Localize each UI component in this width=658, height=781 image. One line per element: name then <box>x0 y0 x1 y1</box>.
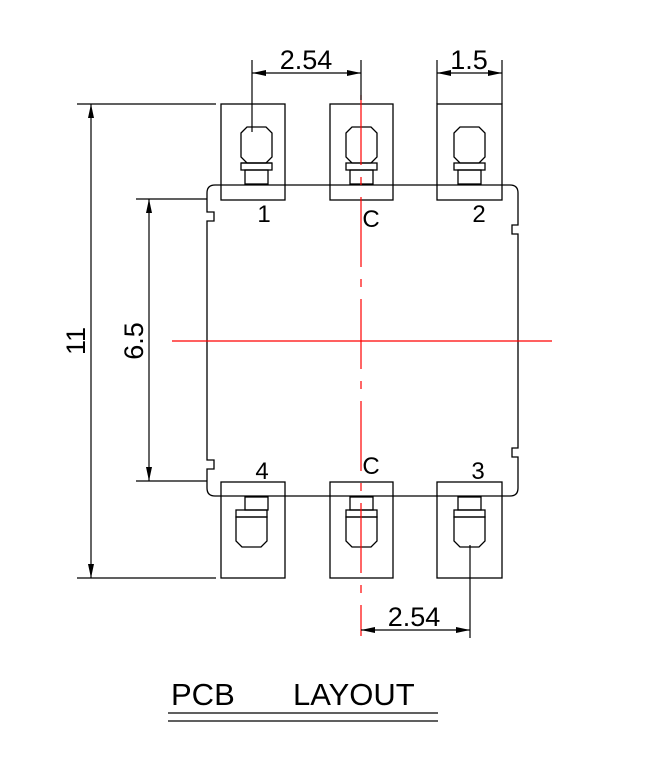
pin-label-common-top: C <box>362 206 379 233</box>
pin-label-common-bottom: C <box>362 453 379 480</box>
dim-label-body-height: 6.5 <box>119 322 149 360</box>
dimension-top-pitch <box>251 60 362 132</box>
component-body <box>206 184 519 497</box>
dim-label-bottom-pitch: 2.54 <box>388 602 441 632</box>
pin-label-1: 1 <box>257 201 270 228</box>
pin-label-2: 2 <box>472 201 485 228</box>
pad-top-left <box>220 103 286 201</box>
pin-label-3: 3 <box>471 458 484 485</box>
dimension-pad-width <box>436 60 503 104</box>
pin-label-4: 4 <box>255 458 268 485</box>
title-underline <box>168 712 438 722</box>
dim-label-pad-width: 1.5 <box>450 45 488 75</box>
dim-label-total-height: 11 <box>61 327 91 355</box>
title-word-layout: LAYOUT <box>293 677 415 712</box>
center-lines <box>172 95 552 636</box>
dimension-body-height <box>136 198 207 482</box>
dimension-total-height <box>77 103 216 579</box>
dim-label-top-pitch: 2.54 <box>280 45 333 75</box>
dimension-bottom-pitch <box>361 545 471 638</box>
pad-top-right <box>436 103 503 201</box>
title-word-pcb: PCB <box>171 677 235 712</box>
pad-bottom-left <box>220 481 286 579</box>
